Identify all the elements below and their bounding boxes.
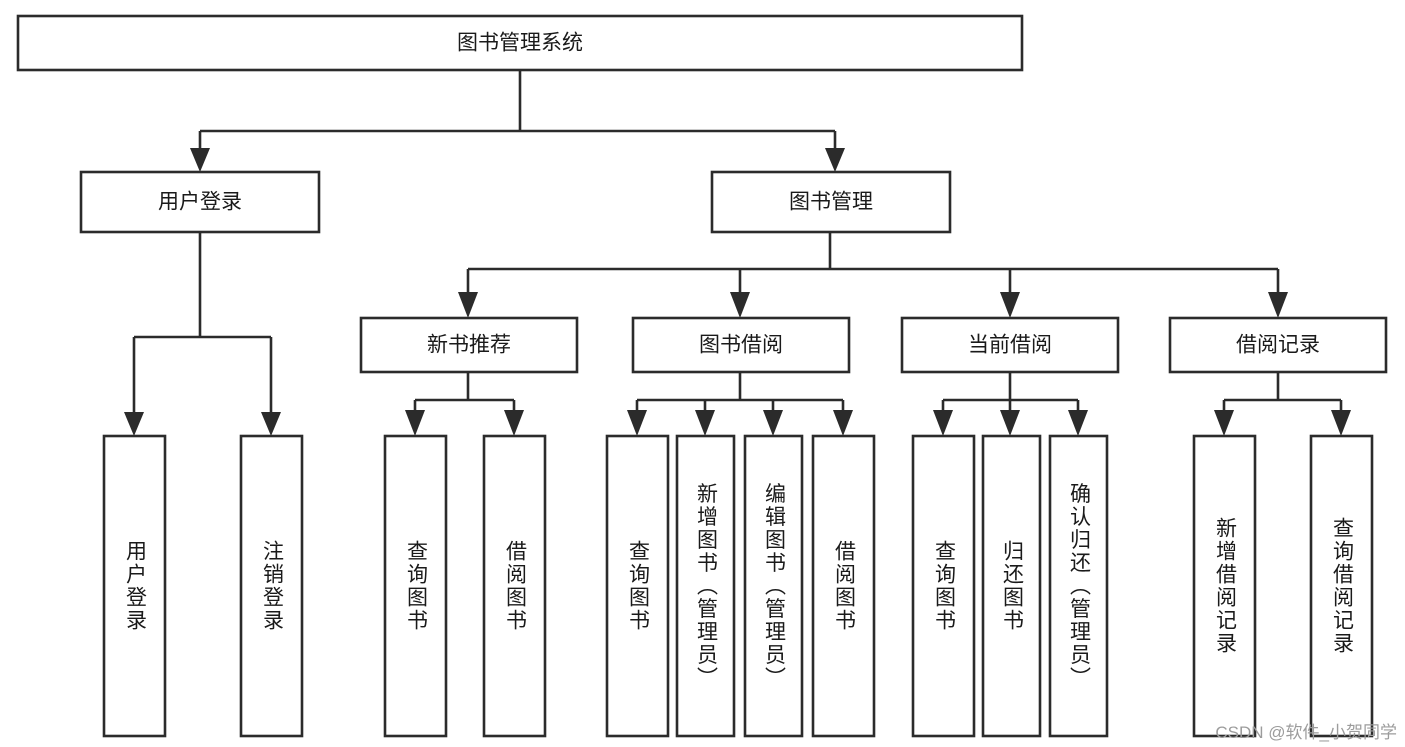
leaf-query-book-3[interactable]: 查询图书 xyxy=(911,434,976,738)
node-current-borrow-label: 当前借阅 xyxy=(968,334,1052,357)
leaf-confirm-return-box[interactable] xyxy=(1048,434,1109,738)
leaf-edit-book-box[interactable] xyxy=(743,434,804,738)
node-new-book-recommend[interactable]: 新书推荐 xyxy=(359,316,579,374)
node-current-borrow-box[interactable] xyxy=(900,316,1120,374)
arrow-leaf-query-book-3 xyxy=(933,410,953,436)
leaf-query-record-box[interactable] xyxy=(1309,434,1374,738)
node-current-borrow[interactable]: 当前借阅 xyxy=(900,316,1120,374)
arrow-to-book-management xyxy=(825,148,845,172)
arrow-leaf-user-login xyxy=(124,412,144,436)
leaf-borrow-book-1-label: 借阅图书 xyxy=(503,540,527,632)
node-root[interactable]: 图书管理系统 xyxy=(16,14,1024,72)
node-book-borrow-box[interactable] xyxy=(631,316,851,374)
node-new-book-recommend-box[interactable] xyxy=(359,316,579,374)
leaf-borrow-book-2-label: 借阅图书 xyxy=(832,540,856,632)
leaf-edit-book-label: 编辑图书（管理员） xyxy=(762,483,786,690)
arrow-leaf-borrow-book-1 xyxy=(504,410,524,436)
node-book-management-box[interactable] xyxy=(710,170,952,234)
leaf-add-record[interactable]: 新增借阅记录 xyxy=(1192,434,1257,738)
node-user-login-label: 用户登录 xyxy=(158,191,242,214)
node-borrow-record-label: 借阅记录 xyxy=(1236,334,1320,357)
leaf-query-book-3-box[interactable] xyxy=(911,434,976,738)
arrow-to-borrow-record xyxy=(1268,292,1288,318)
leaf-query-record[interactable]: 查询借阅记录 xyxy=(1309,434,1374,738)
leaf-user-logout-box[interactable] xyxy=(239,434,304,738)
leaf-return-book-box[interactable] xyxy=(981,434,1042,738)
leaf-query-book-1[interactable]: 查询图书 xyxy=(383,434,448,738)
arrow-leaf-borrow-book-2 xyxy=(833,410,853,436)
node-user-login-box[interactable] xyxy=(79,170,321,234)
leaf-return-book[interactable]: 归还图书 xyxy=(981,434,1042,738)
leaf-user-logout[interactable]: 注销登录 xyxy=(239,434,304,738)
leaf-return-book-label: 归还图书 xyxy=(1000,540,1024,632)
node-book-borrow[interactable]: 图书借阅 xyxy=(631,316,851,374)
edges-layer xyxy=(124,70,1351,436)
node-book-borrow-label: 图书借阅 xyxy=(699,334,783,357)
leaf-confirm-return-label: 确认归还（管理员） xyxy=(1067,483,1091,690)
leaf-query-book-1-label: 查询图书 xyxy=(404,540,428,632)
leaf-confirm-return[interactable]: 确认归还（管理员） xyxy=(1048,434,1109,738)
leaf-user-login-label: 用户登录 xyxy=(123,540,147,632)
node-book-management[interactable]: 图书管理 xyxy=(710,170,952,234)
leaf-user-login-box[interactable] xyxy=(102,434,167,738)
arrow-leaf-add-record xyxy=(1214,410,1234,436)
arrow-leaf-query-book-1 xyxy=(405,410,425,436)
node-root-box[interactable] xyxy=(16,14,1024,72)
leaf-query-record-label: 查询借阅记录 xyxy=(1330,517,1354,655)
leaf-add-book-box[interactable] xyxy=(675,434,736,738)
node-book-management-label: 图书管理 xyxy=(789,191,873,214)
node-borrow-record-box[interactable] xyxy=(1168,316,1388,374)
leaf-query-book-1-box[interactable] xyxy=(383,434,448,738)
nodes-layer: 图书管理系统 用户登录 图书管理 新书推荐 图书借阅 当前 xyxy=(16,14,1388,738)
arrow-leaf-edit-book xyxy=(763,410,783,436)
leaf-add-record-label: 新增借阅记录 xyxy=(1213,517,1237,655)
leaf-edit-book[interactable]: 编辑图书（管理员） xyxy=(743,434,804,738)
node-new-book-recommend-label: 新书推荐 xyxy=(427,334,511,357)
arrow-to-current-borrow xyxy=(1000,292,1020,318)
leaf-query-book-2-box[interactable] xyxy=(605,434,670,738)
arrow-to-book-borrow xyxy=(730,292,750,318)
leaf-add-record-box[interactable] xyxy=(1192,434,1257,738)
arrow-to-user-login xyxy=(190,148,210,172)
arrow-leaf-confirm-return xyxy=(1068,410,1088,436)
leaf-add-book[interactable]: 新增图书（管理员） xyxy=(675,434,736,738)
leaf-borrow-book-2[interactable]: 借阅图书 xyxy=(811,434,876,738)
leaf-query-book-2[interactable]: 查询图书 xyxy=(605,434,670,738)
leaf-query-book-3-label: 查询图书 xyxy=(932,540,956,632)
leaf-user-login[interactable]: 用户登录 xyxy=(102,434,167,738)
leaf-borrow-book-2-box[interactable] xyxy=(811,434,876,738)
arrow-leaf-add-book xyxy=(695,410,715,436)
node-root-label: 图书管理系统 xyxy=(457,32,583,55)
arrow-leaf-query-record xyxy=(1331,410,1351,436)
leaf-borrow-book-1-box[interactable] xyxy=(482,434,547,738)
node-user-login[interactable]: 用户登录 xyxy=(79,170,321,234)
arrow-leaf-user-logout xyxy=(261,412,281,436)
arrow-leaf-return-book xyxy=(1000,410,1020,436)
arrow-to-new-book-recommend xyxy=(458,292,478,318)
leaf-add-book-label: 新增图书（管理员） xyxy=(694,483,718,690)
leaf-query-book-2-label: 查询图书 xyxy=(626,540,650,632)
arrow-leaf-query-book-2 xyxy=(627,410,647,436)
node-borrow-record[interactable]: 借阅记录 xyxy=(1168,316,1388,374)
leaf-borrow-book-1[interactable]: 借阅图书 xyxy=(482,434,547,738)
leaf-user-logout-label: 注销登录 xyxy=(260,540,284,632)
